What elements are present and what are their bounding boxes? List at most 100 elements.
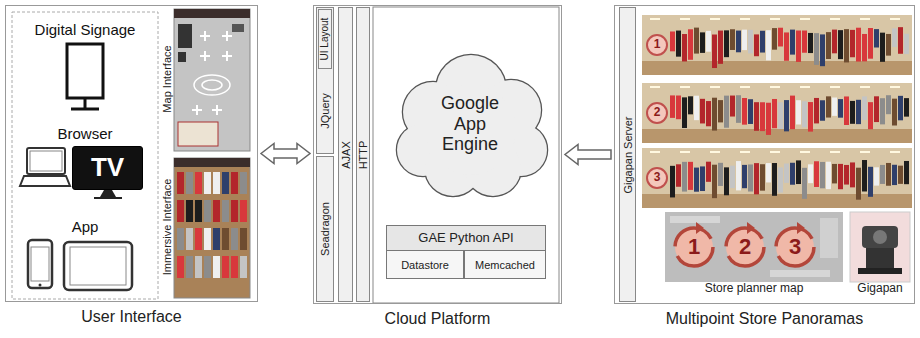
store-panorama: [724, 30, 729, 57]
device-group-frame: [12, 12, 158, 299]
store-map: [820, 218, 838, 258]
store-panorama: [676, 31, 681, 57]
cloud-fill: [426, 85, 516, 175]
shirt-rack: [240, 256, 247, 278]
node-text: AJAX: [339, 141, 352, 169]
store-panorama: [772, 99, 777, 128]
phone-icon: [28, 240, 52, 288]
gigapan-robot: [850, 212, 910, 282]
callout-circle: [647, 103, 667, 123]
store-panorama: [860, 151, 870, 153]
store-panorama: [808, 164, 813, 183]
store-panorama: [838, 99, 843, 118]
block-arrow: [261, 144, 310, 164]
node-text: Seadragon: [319, 202, 332, 256]
store-panorama: [880, 98, 885, 124]
store-panorama: [826, 32, 831, 59]
cloud-shape: Google App Engine: [393, 50, 549, 200]
shirt-rack: [222, 200, 229, 222]
layer-bar: UI Layout: [318, 9, 332, 69]
rotation-ring: [797, 222, 805, 234]
store-panorama: [710, 86, 720, 88]
store-panorama: [710, 151, 720, 153]
shirt-rack: [213, 200, 220, 222]
store-panorama: [706, 31, 711, 52]
store-panorama: [688, 162, 693, 190]
shirt-rack: [204, 172, 211, 194]
store-panorama: [814, 161, 819, 187]
shirt-rack: [177, 228, 184, 250]
store-panorama: [642, 15, 912, 75]
store-panorama: [748, 99, 753, 124]
store-panorama: [802, 168, 807, 199]
store-panorama: [670, 95, 675, 117]
store-panorama: [694, 168, 699, 192]
store-panorama: [642, 83, 912, 143]
rotation-ring: [675, 228, 713, 266]
store-panorama: [778, 102, 783, 129]
laptop-icon: [27, 148, 65, 174]
store-panorama: [712, 35, 717, 69]
store-panorama: [724, 96, 729, 128]
layer-bar: HTTP: [356, 7, 370, 302]
store-panorama: [784, 100, 789, 131]
store-panorama: [850, 162, 855, 187]
store-panorama: [880, 165, 885, 184]
section-caption: Multipoint Store Panoramas: [666, 310, 863, 328]
store-panorama: [796, 160, 801, 184]
store-panorama: [770, 86, 780, 88]
phone-icon: [28, 240, 52, 288]
shirt-rack: [213, 256, 220, 278]
store-panorama: [898, 27, 903, 54]
shirt-rack: [231, 172, 238, 194]
store-panorama: [682, 34, 687, 61]
shirt-rack: [204, 256, 211, 278]
store-panorama: [898, 166, 903, 184]
shirt-rack: [177, 172, 247, 278]
node-text: UI Layout: [319, 18, 331, 61]
shirt-rack: [222, 256, 229, 278]
store-panorama: [650, 86, 660, 88]
tv-screen: TV: [72, 146, 143, 190]
node-text: TV: [91, 153, 124, 183]
shirt-rack: [204, 200, 211, 222]
device-label: Digital Signage: [35, 22, 136, 39]
store-panorama: [820, 100, 825, 120]
store-panorama: [886, 95, 891, 114]
gigapan-robot: [873, 230, 887, 244]
immersive-screenshot: [174, 158, 250, 167]
store-panorama: [814, 33, 819, 65]
store-panorama: [706, 162, 711, 182]
signage-icon: [67, 44, 103, 98]
store-panorama: [838, 30, 843, 59]
callout-number: 3: [654, 171, 661, 184]
immersive-screenshot: [174, 158, 250, 298]
store-panorama: [862, 96, 867, 120]
store-panorama: [642, 61, 912, 75]
store-panorama: [642, 129, 912, 143]
store-panorama: [862, 160, 867, 191]
store-panorama: [740, 151, 750, 153]
map-screenshot: [202, 80, 222, 90]
store-panorama: [748, 30, 753, 54]
store-panorama: [790, 96, 795, 130]
store-panorama: [830, 86, 840, 88]
phone-icon: [39, 284, 42, 287]
shirt-rack: [195, 200, 202, 222]
callout-circle: [647, 35, 667, 188]
gigapan-robot: [862, 226, 898, 248]
shirt-rack: [186, 172, 193, 194]
store-panorama: [886, 163, 891, 186]
shirt-rack: [195, 172, 202, 194]
store-panorama: [748, 164, 753, 191]
store-panorama: [844, 96, 849, 125]
node-text: Google App Engine: [425, 93, 515, 155]
store-panorama: [874, 29, 879, 47]
laptop-icon: [30, 151, 62, 171]
store-panorama: [682, 162, 687, 192]
store-panorama: [868, 167, 873, 197]
store-panorama: [868, 102, 873, 129]
store-panorama: [796, 100, 801, 124]
shirt-rack: [231, 200, 238, 222]
store-panorama: [800, 86, 810, 88]
